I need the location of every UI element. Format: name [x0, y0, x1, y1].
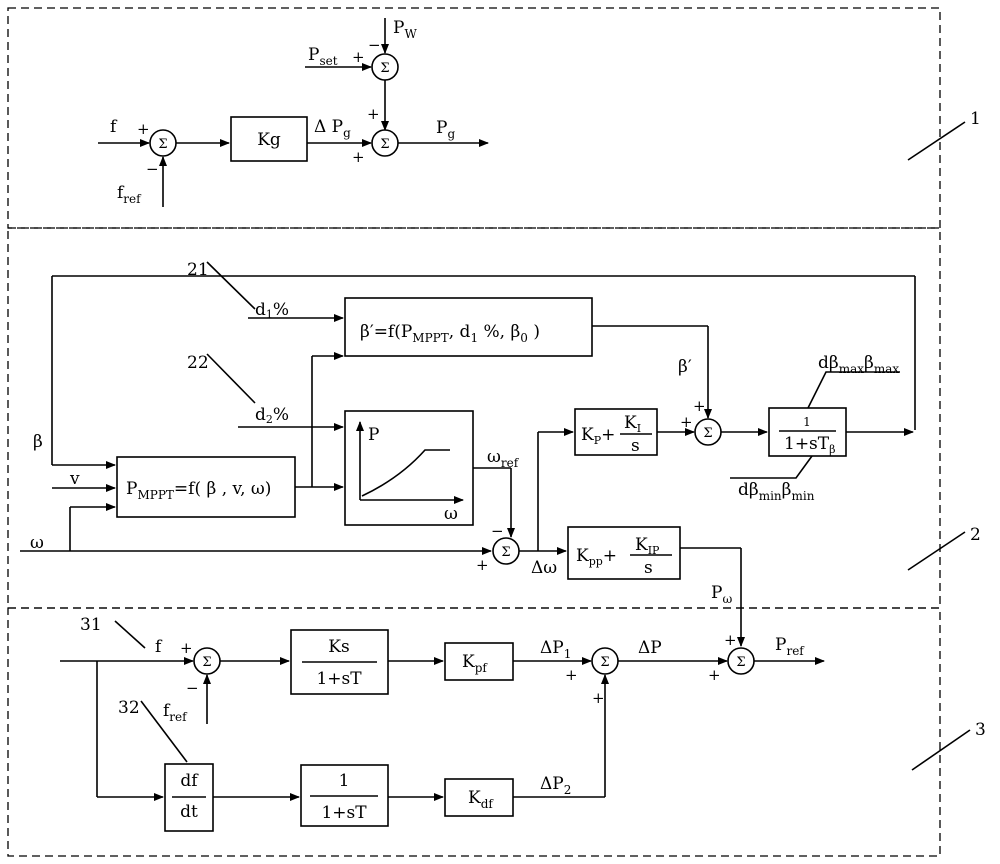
svg-text:−: −: [491, 522, 504, 540]
pi-ki-text: KI: [624, 413, 641, 435]
svg-text:Kg: Kg: [257, 130, 281, 150]
low-pass-denominator: 1+sT: [321, 803, 367, 823]
section-2-number: 2: [970, 525, 981, 545]
p-omega-label: Pω: [711, 583, 732, 606]
svg-text:−: −: [146, 160, 159, 178]
delta-pg-label: Δ Pg: [314, 117, 351, 140]
pi-s-text-2: s: [644, 558, 653, 578]
svg-text:+: +: [352, 148, 365, 166]
section-1-frame: [7, 7, 941, 229]
ref-32: 32: [118, 698, 140, 718]
power-curve: [361, 449, 450, 497]
d1-label: d1%: [255, 300, 289, 321]
svg-text:+: +: [680, 413, 693, 431]
min-limit-marker: [730, 455, 813, 479]
svg-text:Σ: Σ: [158, 137, 167, 152]
p-ref-label: Pref: [775, 635, 805, 658]
svg-text:Σ: Σ: [736, 655, 745, 670]
ks-denominator: 1+sT: [316, 669, 362, 689]
d2-label: d2%: [255, 405, 289, 426]
kpf-text: Kpf: [462, 652, 488, 675]
svg-text:+: +: [693, 397, 706, 415]
svg-text:+: +: [592, 689, 605, 707]
mppt-function-text: PMPPT=f( β , v, ω): [126, 479, 271, 502]
f-label-1: f: [110, 117, 118, 137]
ref-31: 31: [80, 615, 102, 635]
pi-kpp-text: Kpp+: [576, 546, 617, 568]
ref-21: 21: [187, 260, 209, 280]
svg-text:+: +: [352, 48, 365, 66]
mppt-function-block: [116, 456, 296, 518]
section-1-number: 1: [970, 109, 981, 129]
section-frames: [7, 7, 941, 857]
beta-label: β: [33, 432, 43, 452]
curve-omega-label: ω: [444, 504, 458, 524]
pi-s-text: s: [631, 436, 640, 456]
ref-22: 22: [187, 353, 209, 373]
delta-p2-label: ΔP2: [540, 774, 571, 797]
svg-text:Σ: Σ: [600, 655, 609, 670]
pitch-actuator-block: [768, 407, 847, 457]
beta-prime-function-block: [344, 297, 593, 357]
svg-text:+: +: [476, 556, 489, 574]
f-label-3: f: [155, 637, 163, 657]
derivative-denominator: dt: [180, 802, 198, 822]
power-speed-curve-block: [344, 410, 474, 526]
svg-text:Σ: Σ: [501, 545, 510, 560]
fref-label-1: fref: [117, 183, 142, 206]
part-2: 21 22 β d1% β′=f(PMPPT, d1 %, β0 ) d2% v…: [20, 260, 916, 647]
beta-prime-function-text: β′=f(PMPPT, d1 %, β0 ): [360, 322, 540, 345]
section-labels: 1 2 3: [907, 109, 986, 771]
pitch-actuator-denominator: 1+sTβ: [784, 434, 835, 456]
delta-p-label: ΔP: [638, 638, 662, 658]
ks-numerator: Ks: [328, 637, 349, 657]
v-label: v: [69, 469, 80, 489]
svg-text:+: +: [367, 105, 380, 123]
svg-text:Σ: Σ: [380, 61, 389, 76]
derivative-numerator: df: [180, 771, 199, 791]
section-3-number: 3: [975, 720, 986, 740]
omega-label: ω: [30, 533, 44, 553]
delta-p1-label: ΔP1: [540, 638, 571, 661]
part-1: PW − Pset + Σ + f + Σ − fref Kg Δ Pg + Σ: [98, 18, 489, 207]
dbeta-max-label: dβmaxβmax: [818, 353, 899, 376]
svg-text:+: +: [180, 639, 193, 657]
kg-block: [230, 116, 308, 162]
curve-p-label: P: [368, 425, 379, 445]
svg-text:+: +: [708, 666, 721, 684]
section-2-frame: [7, 227, 941, 609]
svg-text:−: −: [186, 679, 199, 697]
svg-text:+: +: [724, 631, 737, 649]
fref-label-3: fref: [163, 701, 188, 724]
svg-text:+: +: [565, 666, 578, 684]
pi-pitch-controller-block: [574, 408, 658, 456]
omega-ref-label: ωref: [487, 447, 520, 470]
svg-text:Σ: Σ: [380, 137, 389, 152]
section-3-frame: [7, 607, 941, 857]
pi-power-controller-block: [567, 526, 681, 580]
max-limit-marker: [807, 371, 900, 409]
kdf-text: Kdf: [468, 788, 494, 811]
pg-label: Pg: [436, 118, 455, 141]
pi-kp-text: KP+: [581, 425, 615, 447]
svg-text:Σ: Σ: [703, 426, 712, 441]
low-pass-numerator: 1: [339, 771, 350, 791]
beta-prime-label: β′: [678, 357, 692, 377]
svg-text:−: −: [368, 36, 381, 54]
pset-label: Pset: [308, 45, 338, 68]
part-3: 31 32 f + Σ − fref Ks 1+sT Kpf ΔP1 + Σ Δ…: [60, 615, 825, 832]
pi-kip-text: KIP: [635, 535, 660, 557]
pitch-actuator-numerator: 1: [803, 415, 811, 429]
svg-text:+: +: [137, 120, 150, 138]
pw-label: PW: [393, 18, 417, 41]
delta-omega-label: Δω: [531, 558, 557, 578]
svg-text:Σ: Σ: [202, 655, 211, 670]
dbeta-min-label: dβminβmin: [738, 480, 815, 503]
